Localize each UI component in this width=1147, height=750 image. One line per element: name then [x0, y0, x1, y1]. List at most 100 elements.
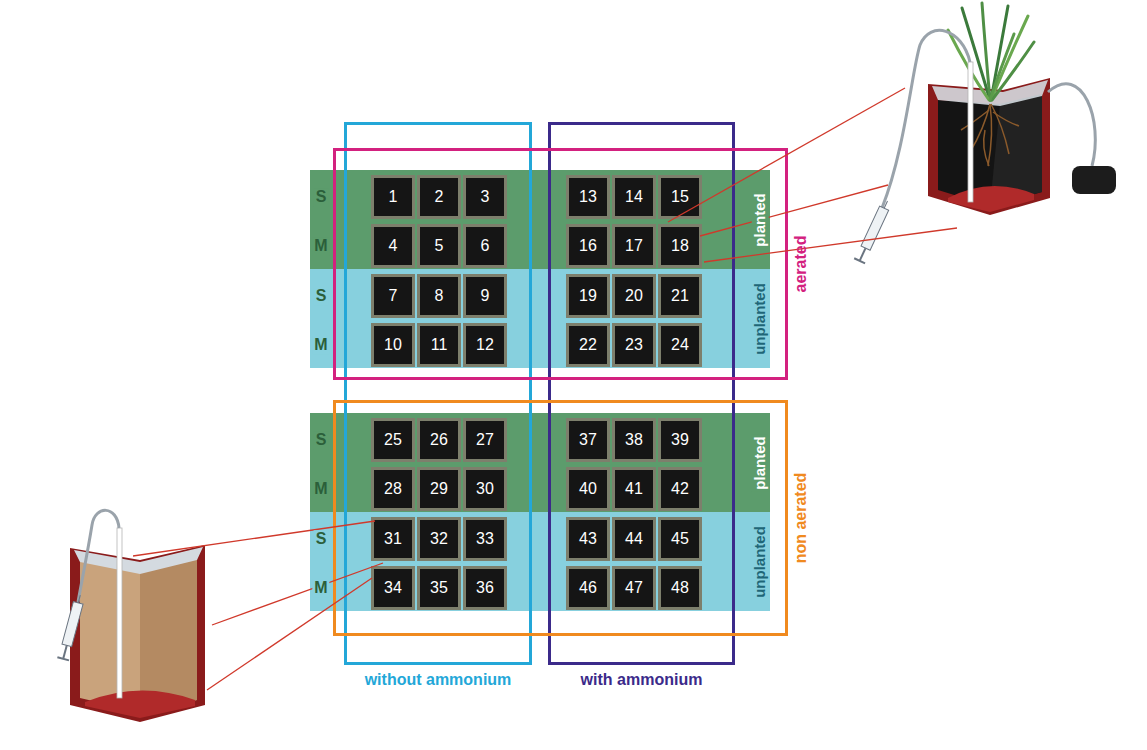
sample-number: 36 — [476, 579, 494, 597]
treatment-label: with ammonium — [581, 671, 703, 689]
leader-line — [700, 185, 888, 236]
sample-square: 5 — [417, 224, 461, 268]
row-label: M — [312, 237, 329, 255]
pot-base-arch — [948, 186, 1034, 212]
sample-square: 30 — [463, 467, 507, 511]
sample-square: 10 — [371, 323, 415, 367]
sample-square: 23 — [612, 323, 656, 367]
sample-square: 46 — [566, 566, 610, 610]
treatment-band: S Mplanted 1 2 3 4 5 6 13 14 15 16 17 18 — [310, 170, 770, 269]
sample-square: 35 — [417, 566, 461, 610]
sample-square: 7 — [371, 274, 415, 318]
sample-square: 29 — [417, 467, 461, 511]
sample-square: 42 — [658, 467, 702, 511]
sampling-tube — [78, 510, 119, 602]
leader-line — [133, 521, 375, 556]
sample-number: 48 — [671, 579, 689, 597]
sampling-pipe — [968, 62, 973, 202]
row-label: S — [314, 431, 329, 449]
sample-number: 17 — [625, 237, 643, 255]
sample-square: 16 — [566, 224, 610, 268]
sample-square: 17 — [612, 224, 656, 268]
sample-number: 28 — [384, 480, 402, 498]
pot-soil-side — [140, 558, 197, 712]
air-tube — [1048, 84, 1095, 166]
sample-square: 4 — [371, 224, 415, 268]
sample-number: 45 — [671, 530, 689, 548]
sample-number: 5 — [435, 237, 444, 255]
sample-number: 25 — [384, 431, 402, 449]
planted-aerated-pot — [854, 3, 1116, 263]
sample-square: 25 — [371, 418, 415, 462]
sample-number: 22 — [579, 336, 597, 354]
sample-square: 37 — [566, 418, 610, 462]
sample-square: 21 — [658, 274, 702, 318]
sample-square: 38 — [612, 418, 656, 462]
sample-square: 6 — [463, 224, 507, 268]
treatment-band: SMunplanted313233343536434445464748 — [310, 512, 770, 611]
sample-square: 28 — [371, 467, 415, 511]
sample-number: 11 — [431, 336, 448, 354]
sample-square: 13 — [566, 175, 610, 219]
band-label: planted — [752, 434, 769, 491]
sample-number: 38 — [625, 431, 643, 449]
sample-number: 26 — [430, 431, 448, 449]
sample-square: 41 — [612, 467, 656, 511]
sample-square: 27 — [463, 418, 507, 462]
sample-number: 20 — [625, 287, 643, 305]
sample-number: 14 — [625, 188, 643, 206]
unplanted-non-aerated-pot — [57, 510, 205, 722]
sample-number: 46 — [579, 579, 597, 597]
sample-number: 9 — [481, 287, 490, 305]
row-label: M — [312, 336, 329, 354]
sample-number: 29 — [430, 480, 448, 498]
leader-line — [704, 228, 957, 262]
pot-water — [74, 547, 203, 574]
sample-number: 23 — [625, 336, 643, 354]
sample-number: 2 — [435, 188, 444, 206]
sample-number: 18 — [671, 237, 689, 255]
sampling-pipe — [117, 528, 122, 698]
sample-number: 12 — [476, 336, 494, 354]
sample-number: 19 — [579, 287, 597, 305]
sample-number: 13 — [579, 188, 597, 206]
band-label: planted — [752, 191, 769, 248]
sample-number: 39 — [671, 431, 689, 449]
sample-number: 33 — [476, 530, 494, 548]
sample-square: 8 — [417, 274, 461, 318]
air-pump — [1072, 166, 1116, 194]
sample-number: 27 — [476, 431, 494, 449]
sample-number: 1 — [389, 188, 398, 206]
sample-square: 9 — [463, 274, 507, 318]
syringe — [57, 594, 86, 661]
sample-number: 10 — [384, 336, 402, 354]
treatment-band: S Mplanted 25 26 27 28 29 30 37 38 39 40 41 42 — [310, 413, 770, 512]
sample-number: 40 — [579, 480, 597, 498]
row-label: S — [314, 188, 329, 206]
sample-number: 47 — [625, 579, 643, 597]
sample-square: 43 — [566, 517, 610, 561]
row-label: M — [312, 579, 329, 597]
sample-number: 30 — [476, 480, 494, 498]
sample-number: 16 — [579, 237, 597, 255]
sample-square: 45 — [658, 517, 702, 561]
sampling-tube — [882, 30, 970, 208]
treatment-band: SMunplanted789101112192021222324 — [310, 269, 770, 368]
treatment-label: non aerated — [792, 473, 810, 564]
sample-square: 20 — [612, 274, 656, 318]
sample-square: 19 — [566, 274, 610, 318]
sample-square: 12 — [463, 323, 507, 367]
leader-line — [207, 578, 372, 690]
row-label: M — [312, 480, 329, 498]
sample-square: 39 — [658, 418, 702, 462]
sample-square: 3 — [463, 175, 507, 219]
row-label: S — [314, 530, 329, 548]
sample-number: 4 — [389, 237, 398, 255]
sample-number: 42 — [671, 480, 689, 498]
sample-number: 37 — [579, 431, 597, 449]
sample-number: 15 — [671, 188, 689, 206]
sample-number: 6 — [481, 237, 490, 255]
band-label: unplanted — [752, 281, 769, 357]
leader-line — [212, 563, 383, 625]
